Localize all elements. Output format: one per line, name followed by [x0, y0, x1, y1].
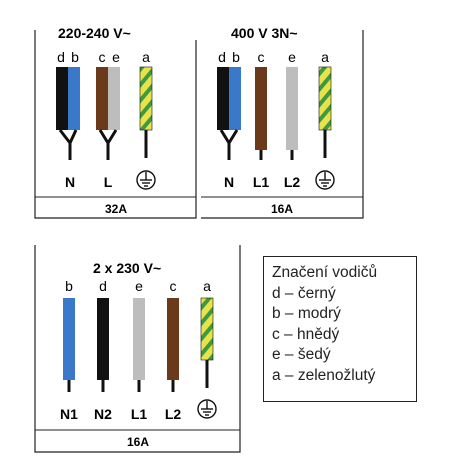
- wire-green-yellow: [139, 66, 153, 131]
- wire-letter: a: [321, 49, 329, 65]
- terminal-label: L: [104, 174, 113, 190]
- legend-item: e – šedý: [272, 346, 331, 363]
- terminal-label: L1: [131, 406, 148, 422]
- current-label: 16A: [127, 435, 149, 449]
- wire-letter: b: [232, 49, 240, 65]
- wire-blue: [229, 67, 241, 130]
- wire-letter: b: [65, 278, 73, 294]
- ground-icon: [136, 170, 156, 190]
- wire-letter: a: [142, 49, 150, 65]
- wire-grey: [286, 67, 298, 150]
- wire-blue: [68, 67, 80, 130]
- wire-letter: e: [135, 278, 143, 294]
- wire-brown: [96, 67, 108, 130]
- terminal-label: N: [65, 174, 75, 190]
- wire-letter: b: [71, 49, 79, 65]
- current-label: 16A: [271, 202, 293, 216]
- wire-letter: d: [218, 49, 226, 65]
- wire-color-legend: Značení vodičů d – černý b – modrý c – h…: [263, 256, 417, 402]
- wire-green-yellow: [318, 66, 332, 131]
- ground-icon: [315, 170, 335, 190]
- wire-black: [56, 67, 68, 130]
- wire-letter: c: [99, 49, 106, 65]
- wire-black: [217, 67, 229, 130]
- wire-brown: [167, 298, 179, 380]
- terminal-label: L1: [253, 174, 270, 190]
- wire-blue: [63, 298, 75, 380]
- panel-frame: [34, 245, 241, 453]
- wire-join: [98, 129, 118, 160]
- wire-letter: d: [99, 278, 107, 294]
- voltage-label: 220-240 V~: [58, 25, 131, 41]
- current-label: 32A: [105, 202, 127, 216]
- voltage-label: 400 V 3N~: [231, 25, 298, 41]
- wire-letter: a: [203, 278, 211, 294]
- legend-item: c – hnědý: [272, 325, 340, 343]
- wire-letter: d: [57, 49, 65, 65]
- legend-item: d – černý: [272, 284, 336, 302]
- terminal-label: N: [224, 174, 234, 190]
- terminal-label: L2: [284, 174, 301, 190]
- wire-join: [219, 129, 239, 160]
- panel-single-phase: 220-240 V~ d b c e a N L 32A: [34, 25, 197, 219]
- wire-grey: [108, 67, 120, 130]
- panel-three-phase: 400 V 3N~ d b c e a N L1 L2 16A: [201, 25, 364, 219]
- wire-letter: e: [112, 49, 120, 65]
- panel-frame: [34, 30, 197, 219]
- wire-letter: c: [170, 278, 177, 294]
- wire-letter: e: [288, 49, 296, 65]
- wire-letter: c: [258, 49, 265, 65]
- wire-black: [97, 298, 109, 380]
- terminal-label: N1: [60, 406, 78, 422]
- voltage-label: 2 x 230 V~: [93, 260, 161, 276]
- terminal-label: N2: [94, 406, 112, 422]
- wire-green-yellow: [200, 297, 214, 361]
- ground-icon: [197, 399, 217, 419]
- panel-frame: [201, 30, 364, 219]
- legend-item: a – zelenožlutý: [272, 366, 376, 384]
- legend-title: Značení vodičů: [272, 264, 378, 281]
- terminal-label: L2: [165, 406, 182, 422]
- wire-grey: [133, 298, 145, 380]
- panel-two-phase: 2 x 230 V~ b d e c a N1 N2 L1 L2 16A: [34, 245, 241, 453]
- legend-item: b – modrý: [272, 305, 341, 322]
- wire-brown: [255, 67, 267, 150]
- wire-join: [58, 129, 78, 160]
